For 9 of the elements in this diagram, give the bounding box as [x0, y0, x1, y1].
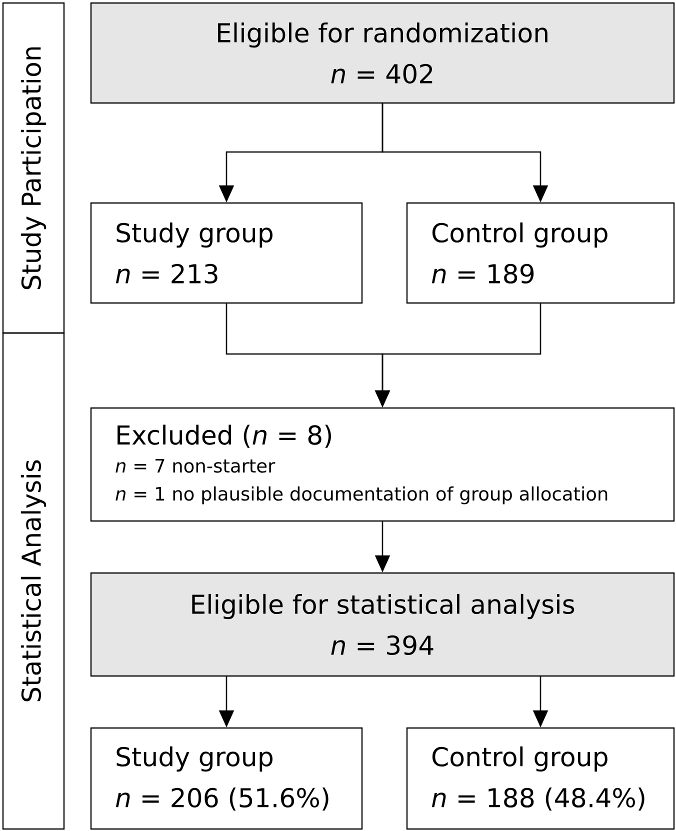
process-box: Control group n = 188 (48.4%) [406, 727, 675, 830]
process-box: Study group n = 213 [90, 202, 363, 304]
phase-label-box: Statistical Analysis [2, 332, 65, 830]
process-box: Control group n = 189 [406, 202, 675, 304]
process-box: Eligible for statistical analysis n = 394 [90, 572, 675, 677]
process-box: Study group n = 206 (51.6%) [90, 727, 363, 830]
process-box: Excluded (n = 8) n = 7 non-starter n = 1 no plausible documentation of group allocation [90, 407, 675, 522]
phase-label-box: Study Participation [2, 2, 65, 334]
process-box: Eligible for randomization n = 402 [90, 2, 675, 104]
